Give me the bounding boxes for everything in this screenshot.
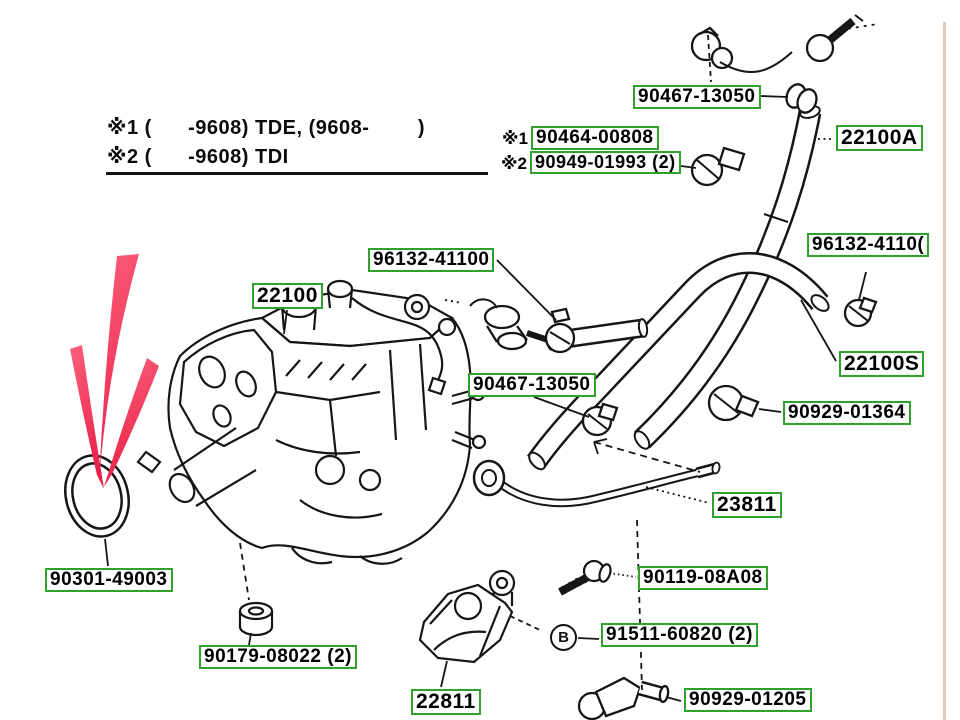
part-label-96132-41100[interactable]: 96132-41100 (368, 248, 495, 273)
part-number-box[interactable]: 91511-60820 (2) (601, 623, 758, 648)
part-number-box[interactable]: 90949-01993 (2) (530, 151, 681, 175)
ref-marker: ※1 (502, 129, 528, 148)
part-label-90467-13050-mid[interactable]: 90467-13050 (468, 373, 596, 398)
part-number-box[interactable]: 96132-41100 (368, 248, 495, 273)
bracket-artwork (418, 569, 516, 664)
part-number-box[interactable]: 22100A (836, 125, 923, 152)
marker-b-circle: B (550, 624, 577, 651)
note-underline (106, 172, 488, 175)
note-line-1: ※1 ( -9608) TDE, (9608- ) (107, 117, 426, 139)
part-label-22811[interactable]: 22811 (411, 689, 481, 716)
part-number-box[interactable]: 22811 (411, 689, 481, 716)
note-line-2: ※2 ( -9608) TDI (107, 146, 289, 168)
part-number-box[interactable]: 90179-08022 (2) (199, 645, 357, 670)
part-number-box[interactable]: 96132-4110( (807, 233, 930, 258)
part-label-90119-08A08[interactable]: 90119-08A08 (638, 566, 768, 591)
part-number-box[interactable]: 90467-13050 (633, 85, 761, 110)
part-number-box[interactable]: 22100S (839, 351, 925, 378)
part-label-22100[interactable]: 22100 (252, 283, 323, 310)
part-label-96132-41100-right[interactable]: 96132-4110( (807, 233, 930, 258)
part-label-90467-13050-top[interactable]: 90467-13050 (633, 85, 761, 110)
sensor-artwork (577, 676, 670, 720)
ref-marker: ※2 (501, 154, 527, 173)
red-arrow-annotation (70, 254, 159, 489)
part-label-90929-01205[interactable]: 90929-01205 (684, 688, 812, 713)
part-label-22100A[interactable]: 22100A (836, 125, 923, 152)
bolt-artwork (558, 559, 612, 596)
part-number-box[interactable]: 90119-08A08 (638, 566, 768, 591)
clamp-artwork (444, 17, 878, 437)
page-edge-line (943, 22, 946, 720)
part-label-91511-60820[interactable]: 91511-60820 (2) (601, 623, 758, 648)
nut-artwork (238, 601, 274, 637)
part-label-90929-01364[interactable]: 90929-01364 (783, 401, 911, 426)
part-label-90301-49003[interactable]: 90301-49003 (45, 568, 173, 593)
part-number-box[interactable]: 90929-01205 (684, 688, 812, 713)
part-number-box[interactable]: 22100 (252, 283, 323, 310)
part-number-box[interactable]: 23811 (712, 492, 782, 519)
part-number-box[interactable]: 90929-01364 (783, 401, 911, 426)
part-number-box[interactable]: 90301-49003 (45, 568, 173, 593)
part-label-23811[interactable]: 23811 (712, 492, 782, 519)
part-number-box[interactable]: 90464-00808 (531, 126, 659, 151)
leader-lines (104, 14, 879, 702)
pump-artwork (136, 279, 487, 565)
o-ring-artwork (64, 454, 130, 538)
part-label-90179-08022[interactable]: 90179-08022 (2) (199, 645, 357, 670)
part-label-22100S[interactable]: 22100S (839, 351, 925, 378)
part-number-box[interactable]: 90467-13050 (468, 373, 596, 398)
